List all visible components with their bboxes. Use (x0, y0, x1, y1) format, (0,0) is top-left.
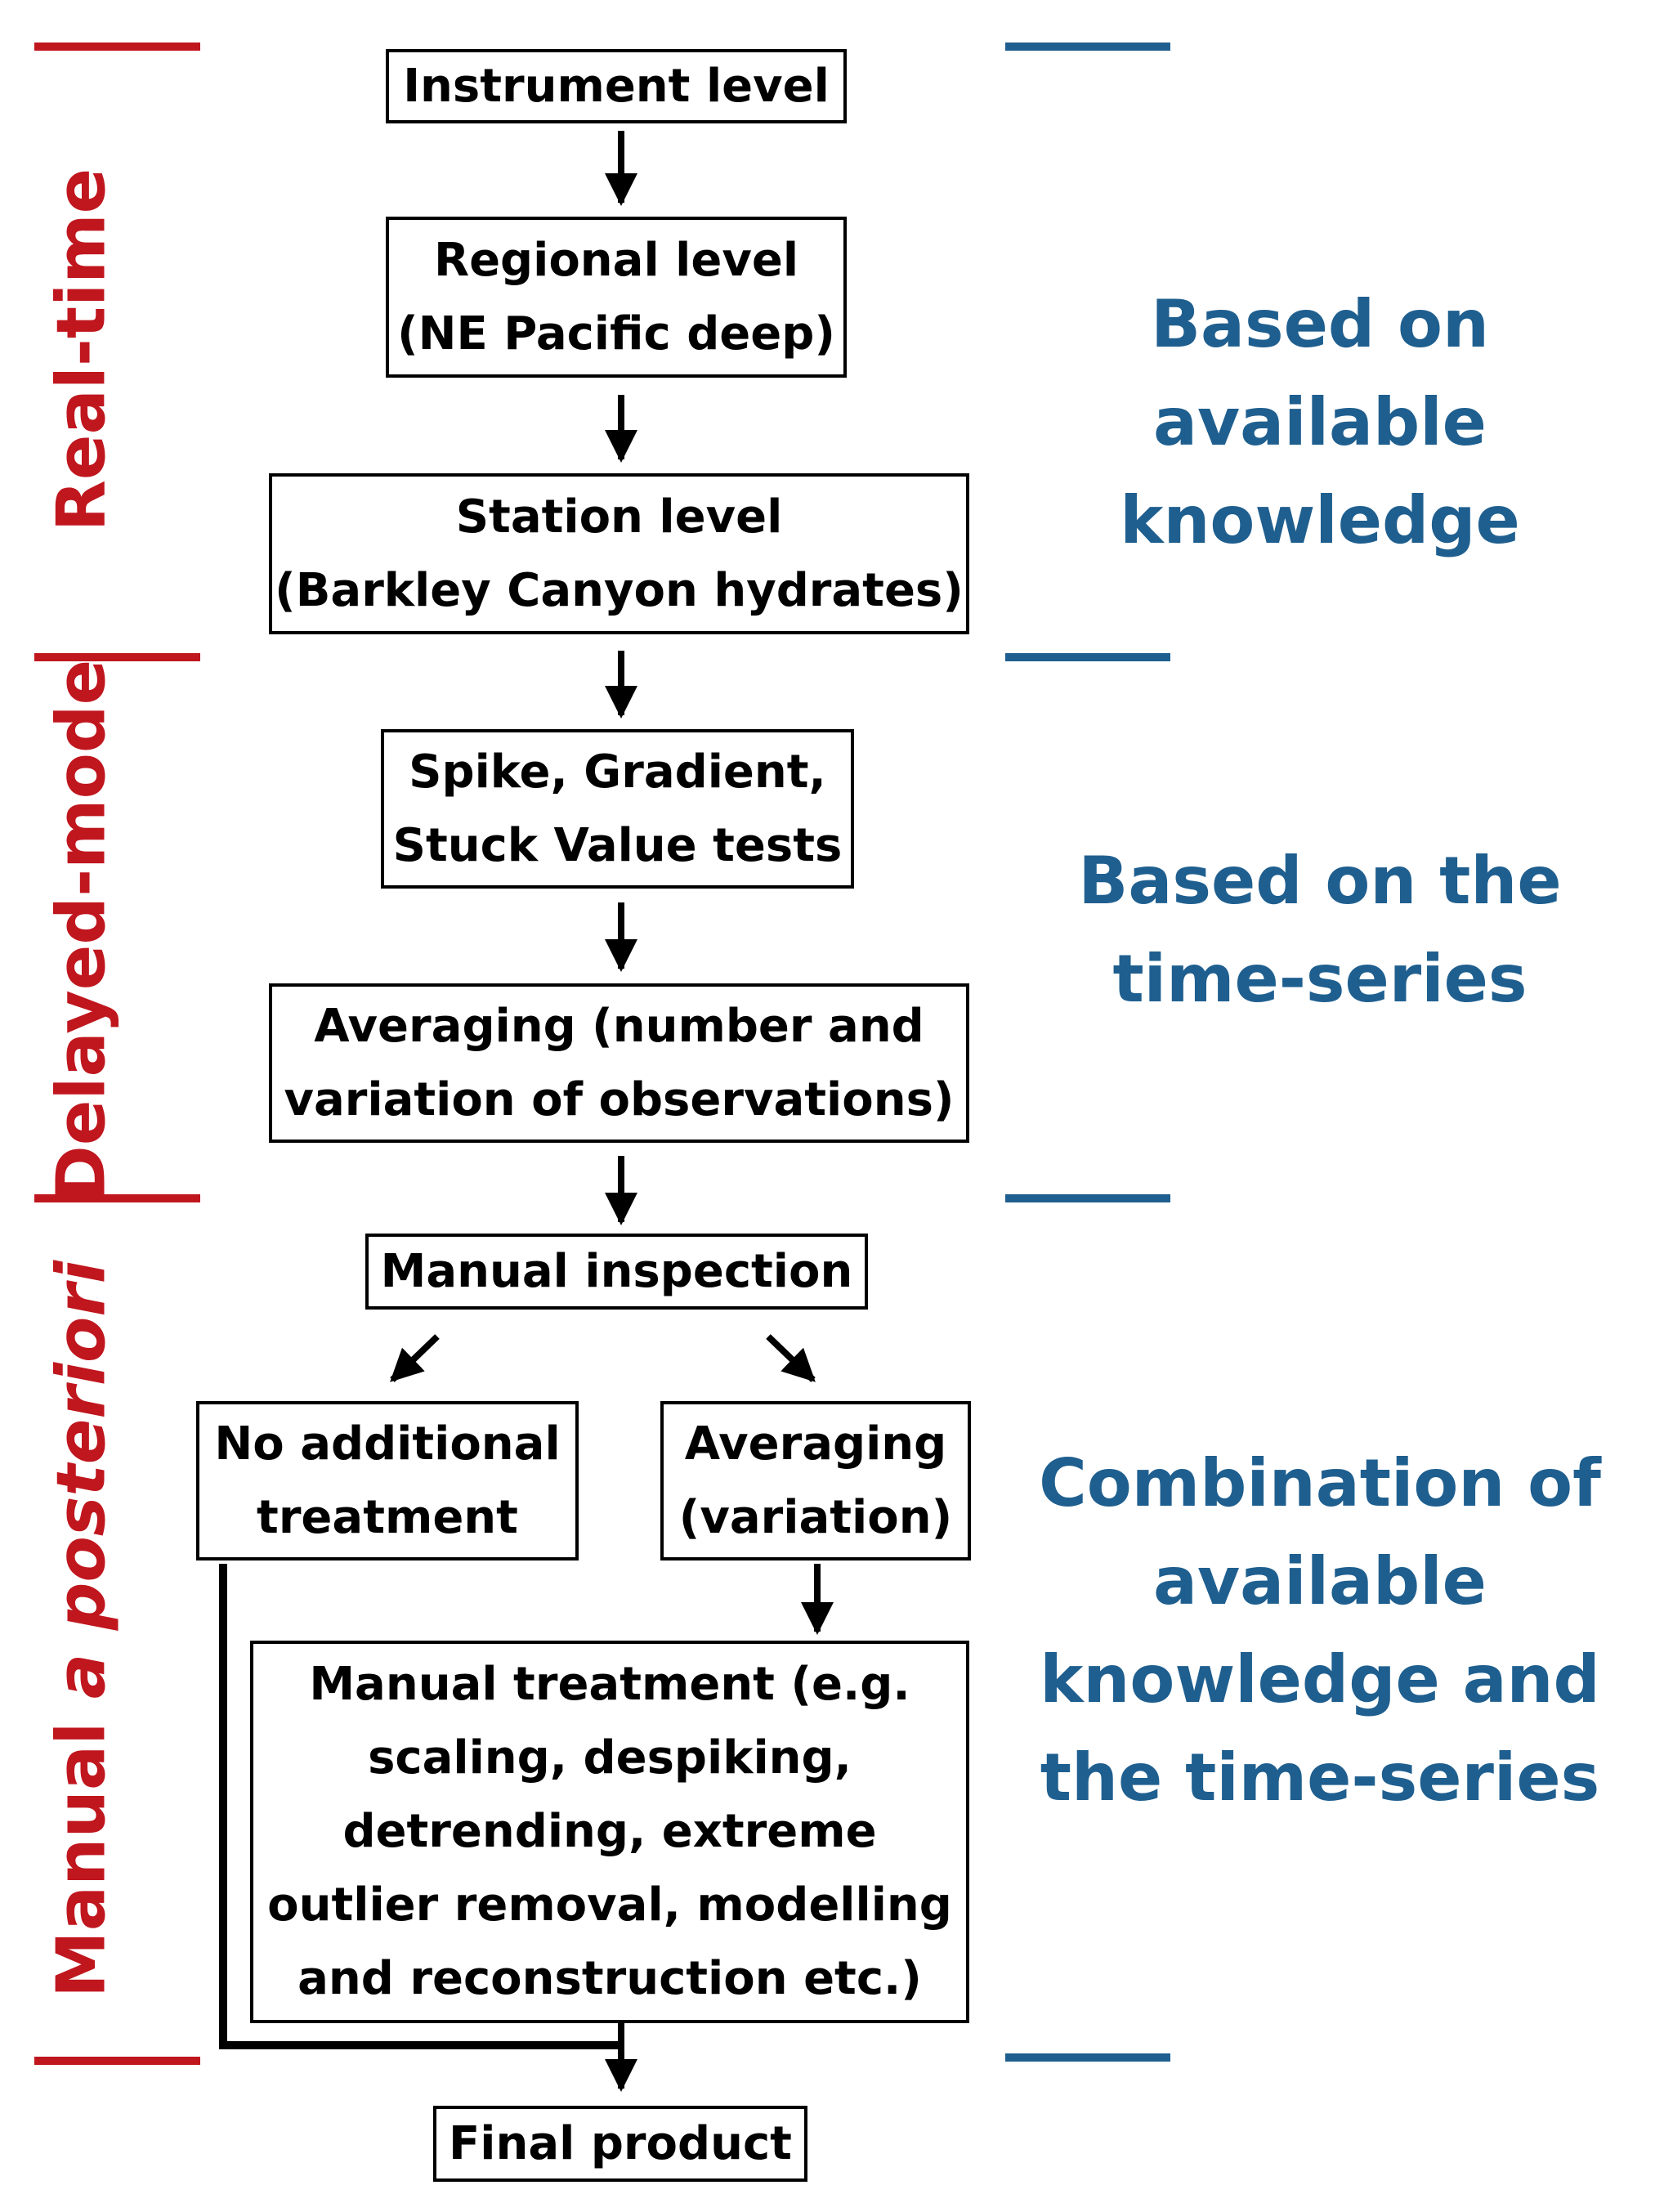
arrow-inspection-to-averaging-variation (766, 1334, 816, 1382)
box-no-additional-treatment: No additional treatment (196, 1401, 579, 1560)
box-instrument-level: Instrument level (386, 49, 847, 123)
note-available-knowledge: Based on available knowledge (1120, 286, 1520, 558)
arrow-inspection-to-no-treatment (390, 1334, 440, 1382)
label-a-posteriori: a posteriori (42, 1260, 121, 1699)
box-station-level: Station level (Barkley Canyon hydrates) (269, 473, 969, 634)
label-manual-a-posteriori: Manual a posteriori (43, 1260, 121, 1998)
box-spike-tests: Spike, Gradient, Stuck Value tests (381, 729, 854, 889)
bypass-line (219, 1564, 621, 2049)
box-manual-inspection: Manual inspection (365, 1234, 868, 1310)
box-regional-level: Regional level (NE Pacific deep) (386, 217, 847, 378)
label-real-time: Real-time (42, 168, 121, 532)
label-delayed-mode: Delayed-mode (42, 659, 121, 1202)
box-final-product: Final product (433, 2106, 807, 2182)
note-time-series: Based on the time-series (1078, 843, 1562, 1017)
box-manual-treatment: Manual treatment (e.g. scaling, despikin… (250, 1641, 969, 2023)
note-combination: Combination of available knowledge and t… (1039, 1445, 1601, 1816)
label-manual-prefix: Manual (42, 1699, 121, 1998)
box-averaging-variation: Averaging (variation) (660, 1401, 971, 1560)
box-averaging-number: Averaging (number and variation of obser… (269, 983, 969, 1143)
